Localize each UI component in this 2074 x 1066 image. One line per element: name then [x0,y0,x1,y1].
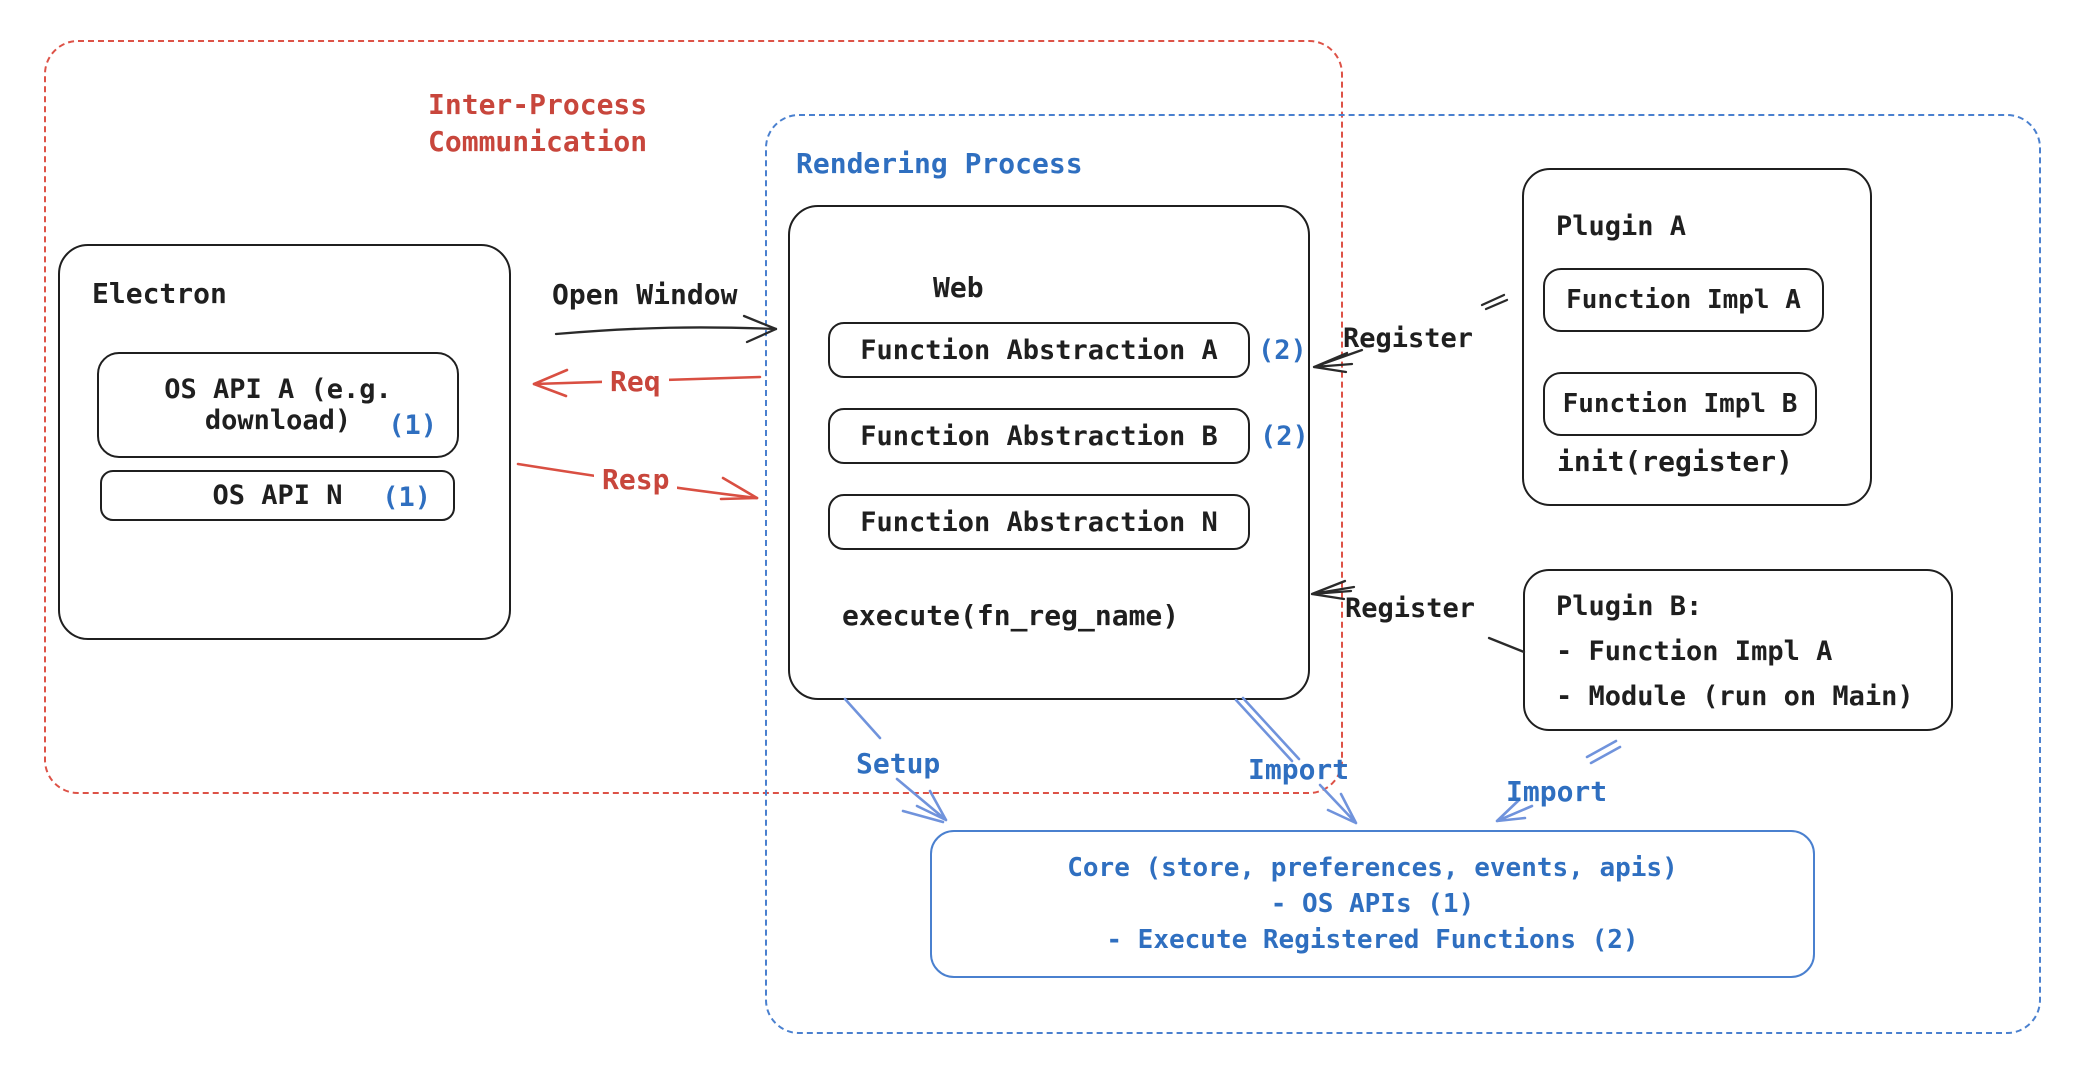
plugin-b-item-1: - Function Impl A [1556,636,1833,667]
function-abstraction-a-box: Function Abstraction A [828,322,1250,378]
function-impl-b-label: Function Impl B [1562,389,1798,419]
rendering-process-group-frame [765,114,2041,1034]
ipc-label-line2: Communication [428,125,648,158]
electron-box [58,244,511,640]
import-plugin-b-label: Import [1506,775,1608,808]
plugin-b-title: Plugin B: [1556,591,1703,622]
init-register-label: init(register) [1557,445,1794,478]
register-bottom-label: Register [1345,593,1476,624]
electron-title: Electron [92,277,227,310]
function-abstraction-n-label: Function Abstraction N [860,506,1218,538]
function-impl-b-box: Function Impl B [1543,372,1817,436]
core-line-3: - Execute Registered Functions (2) [1106,925,1639,955]
open-window-arrow [554,314,778,344]
req-label: Req [602,364,669,399]
function-impl-a-label: Function Impl A [1566,285,1801,315]
os-api-a-box: OS API A (e.g. download) (1) [97,352,459,458]
ipc-group-frame [44,40,1343,794]
core-box: Core (store, preferences, events, apis) … [930,830,1815,978]
function-abstraction-a-badge: (2) [1258,335,1307,366]
function-abstraction-b-box: Function Abstraction B [828,408,1250,464]
plugin-a-title: Plugin A [1556,211,1687,242]
os-api-n-badge: (1) [382,482,431,513]
os-api-a-text-line1: OS API A (e.g. [164,374,392,405]
core-line-2: - OS APIs (1) [1270,889,1475,919]
plugin-b-text: Plugin B: - Function Impl A - Module (run … [1556,584,1914,719]
function-abstraction-b-label: Function Abstraction B [860,420,1218,452]
function-impl-a-box: Function Impl A [1543,268,1824,332]
os-api-a-badge: (1) [388,410,437,441]
ipc-label-line1: Inter-Process [428,88,648,121]
web-title: Web [933,271,984,304]
plugin-b-item-2: - Module (run on Main) [1556,681,1914,712]
os-api-n-text: OS API N [212,480,343,511]
resp-label: Resp [594,462,678,497]
rendering-process-label: Rendering Process [796,147,1083,180]
register-bottom-arrow [1310,579,1526,654]
function-abstraction-a-label: Function Abstraction A [860,334,1218,366]
register-top-label: Register [1343,323,1474,354]
function-abstraction-b-badge: (2) [1260,421,1309,452]
plugin-b-box [1523,569,1953,731]
import-web-label: Import [1248,753,1350,786]
function-abstraction-n-box: Function Abstraction N [828,494,1250,550]
register-top-arrow [1312,293,1509,374]
plugin-a-box [1522,168,1872,506]
setup-label: Setup [856,747,941,780]
os-api-n-box: OS API N (1) [100,470,455,521]
open-window-label: Open Window [552,278,738,311]
execute-label: execute(fn_reg_name) [842,599,1180,632]
import-plugin-b-arrow [1495,739,1622,823]
os-api-a-text-line2: download) [204,405,352,436]
import-web-arrow [1234,696,1358,825]
setup-arrow [843,697,948,824]
core-line-1: Core (store, preferences, events, apis) [1067,853,1678,883]
web-box [788,205,1310,700]
